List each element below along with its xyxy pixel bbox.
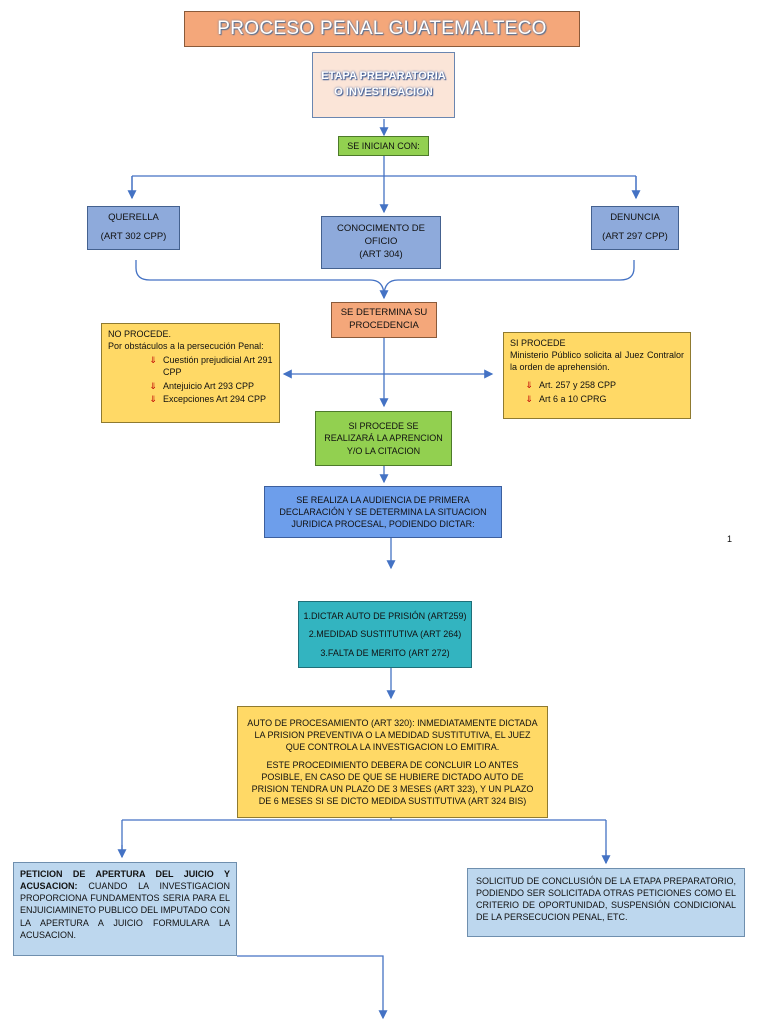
list-item: ⇓Art 6 a 10 CPRG (525, 393, 607, 404)
denuncia-box: DENUNCIA (ART 297 CPP) (591, 206, 679, 250)
options-box: 1.DICTAR AUTO DE PRISIÓN (ART259) 2.MEDI… (298, 601, 472, 668)
list-item: ⇓Excepciones Art 294 CPP (149, 393, 267, 404)
red-arrow-bullet-icon: ⇓ (525, 393, 533, 404)
si-procede-heading: SI PROCEDE (510, 338, 566, 348)
audiencia-box: SE REALIZA LA AUDIENCIA DE PRIMERA DECLA… (264, 486, 502, 538)
solicitud-box: SOLICITUD DE CONCLUSIÓN DE LA ETAPA PREP… (467, 868, 745, 937)
si-procede-intro: Ministerio Público solicita al Juez Cont… (510, 350, 684, 373)
si-procede-box: SI PROCEDE Ministerio Público solicita a… (503, 332, 691, 419)
determina-box: SE DETERMINA SU PROCEDENCIA (331, 302, 437, 338)
option-item: 2.MEDIDAD SUSTITUTIVA (ART 264) (308, 629, 462, 640)
red-arrow-bullet-icon: ⇓ (525, 380, 533, 391)
arrow-auto-branches (121, 818, 607, 863)
no-procede-intro: Por obstáculos a la persecución Penal: (108, 341, 264, 352)
arrow-start-to-branches (131, 156, 637, 212)
plazo-paragraph: ESTE PROCEDIMIENTO DEBERA DE CONCLUIR LO… (251, 759, 534, 807)
peticion-text: CUANDO LA INVESTIGACION PROPORCIONA FUND… (20, 881, 230, 940)
auto-paragraph: AUTO DE PROCESAMIENTO (ART 320): INMEDIA… (247, 717, 538, 752)
page-number: 1 (727, 534, 733, 544)
conocimiento-box: CONOCIMENTO DE OFICIO (ART 304) (321, 216, 441, 269)
option-item: 3.FALTA DE MERITO (ART 272) (320, 647, 450, 658)
auto-box: AUTO DE PROCESAMIENTO (ART 320): INMEDIA… (237, 706, 548, 818)
option-item: 1.DICTAR AUTO DE PRISIÓN (ART259) (303, 611, 467, 622)
red-arrow-bullet-icon: ⇓ (149, 393, 157, 404)
no-procede-list: ⇓Cuestión prejudicial Art 291 CPP ⇓Antej… (108, 354, 273, 405)
start-box: SE INICIAN CON: (338, 136, 429, 156)
aprehension-box: SI PROCEDE SE REALIZARÁ LA APRENCION Y/O… (315, 411, 452, 466)
peticion-label: PETICION DE APERTURA DEL JUICIO Y ACUSAC… (20, 869, 230, 892)
si-procede-list: ⇓Art. 257 y 258 CPP ⇓Art 6 a 10 CPRG (510, 379, 684, 404)
querella-box: QUERELLA (ART 302 CPP) (87, 206, 180, 250)
list-item: ⇓Art. 257 y 258 CPP (525, 380, 617, 391)
no-procede-box: NO PROCEDE. Por obstáculos a la persecuc… (101, 323, 280, 423)
diagram-title: PROCESO PENAL GUATEMALTECO (184, 11, 580, 47)
list-item: ⇓Cuestión prejudicial Art 291 CPP (149, 355, 273, 378)
red-arrow-bullet-icon: ⇓ (149, 355, 157, 366)
stage-box: ETAPA PREPARATORIA O INVESTIGACION (312, 52, 455, 118)
arrow-peticion-onward (237, 955, 388, 1020)
list-item: ⇓Antejuicio Art 293 CPP (149, 380, 255, 391)
peticion-box: PETICION DE APERTURA DEL JUICIO Y ACUSAC… (13, 862, 237, 956)
red-arrow-bullet-icon: ⇓ (149, 380, 157, 391)
no-procede-heading: NO PROCEDE. (108, 329, 172, 339)
